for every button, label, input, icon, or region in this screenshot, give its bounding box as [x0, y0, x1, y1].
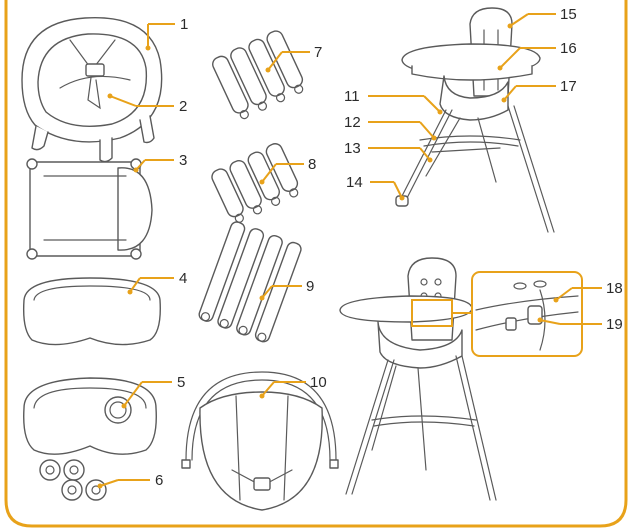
assembled-chair-bottom	[339, 257, 497, 501]
callout-10: 10	[310, 374, 327, 391]
callout-13: 13	[344, 140, 361, 157]
part-9-long-legs	[198, 221, 302, 343]
callout-5: 5	[177, 374, 185, 391]
part-5-tray	[23, 377, 157, 455]
callout-12: 12	[344, 114, 361, 131]
callout-19: 19	[606, 316, 623, 333]
callout-8: 8	[308, 156, 316, 173]
part-10-frame-harness	[181, 371, 339, 511]
part-7-short-legs	[212, 30, 304, 120]
callout-18: 18	[606, 280, 623, 297]
callout-7: 7	[314, 44, 322, 61]
callout-labels: 1 2 3 4 5 6 7 8 9 10 11 12 13 14 15 16 1…	[155, 6, 623, 489]
detail-zoom	[471, 271, 583, 357]
part-4-tray-insert	[22, 277, 161, 346]
callout-1: 1	[180, 16, 188, 33]
callout-15: 15	[560, 6, 577, 23]
leader-lines	[97, 13, 602, 489]
callout-3: 3	[179, 152, 187, 169]
diagram-frame	[4, 0, 628, 528]
callout-9: 9	[306, 278, 314, 295]
callout-6: 6	[155, 472, 163, 489]
part-1-seat	[21, 16, 163, 163]
part-6-caps	[39, 459, 107, 501]
part-3-pad	[26, 158, 153, 260]
assembled-chair-top	[395, 7, 555, 233]
callout-16: 16	[560, 40, 577, 57]
callout-4: 4	[179, 270, 187, 287]
callout-11: 11	[344, 88, 360, 105]
callout-2: 2	[179, 98, 187, 115]
callout-17: 17	[560, 78, 577, 95]
callout-14: 14	[346, 174, 363, 191]
part-8-short-legs	[211, 143, 299, 223]
